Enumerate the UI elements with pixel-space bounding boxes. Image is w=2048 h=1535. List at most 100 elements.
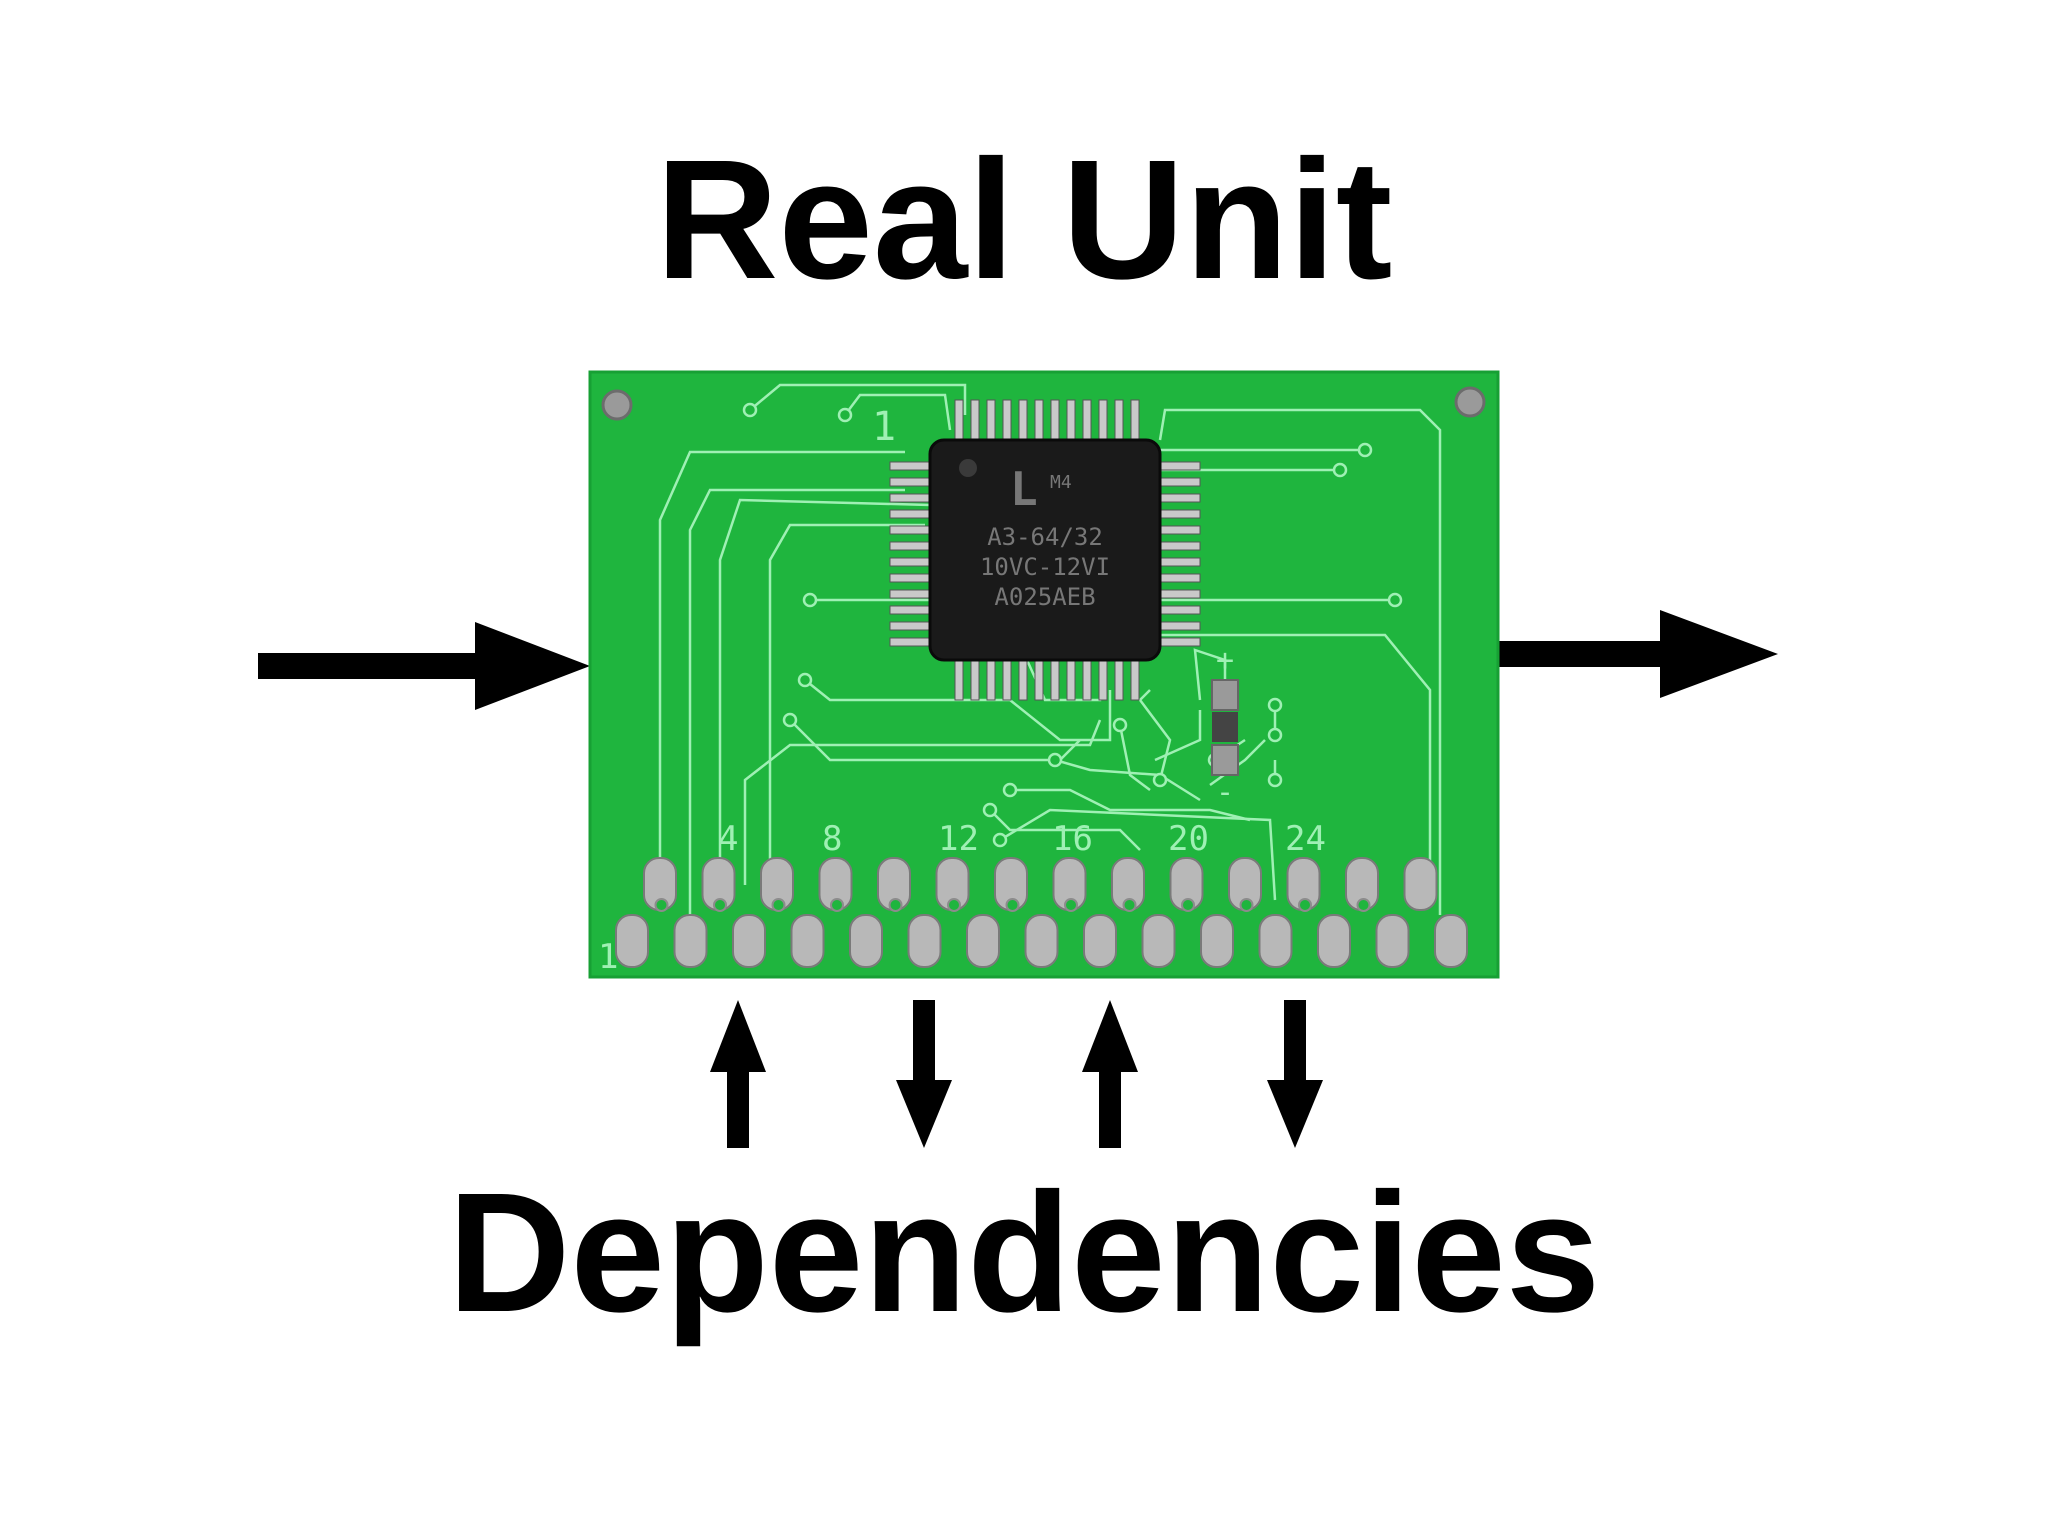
chip: L M4 A3-64/32 10VC-12VI A025AEB 1	[872, 404, 1162, 662]
chip-pin	[986, 399, 996, 443]
pad-via	[1239, 898, 1254, 912]
dependency-arrow-3	[1082, 1000, 1138, 1148]
chip-pin	[1157, 621, 1201, 631]
chip-pin	[889, 509, 933, 519]
chip-pin	[1157, 605, 1201, 615]
chip-pin	[889, 637, 933, 647]
edge-pad	[1403, 857, 1438, 911]
edge-pad	[1024, 914, 1059, 968]
dependency-arrow-2	[896, 1000, 952, 1148]
chip-pin	[954, 657, 964, 701]
pad-via	[654, 898, 669, 912]
chip-pin	[1034, 399, 1044, 443]
pin-label-20: 20	[1168, 819, 1209, 859]
chip-pins	[889, 399, 1201, 701]
dependency-arrow-1	[710, 1000, 766, 1148]
chip-dot-icon	[959, 459, 977, 477]
title-real-unit: Real Unit	[655, 125, 1393, 315]
smd-components: + -	[1211, 643, 1239, 810]
chip-pin	[1066, 657, 1076, 701]
chip-pin1-label: 1	[872, 404, 896, 450]
chip-line-4: A025AEB	[994, 583, 1095, 611]
chip-pin	[1130, 399, 1140, 443]
chip-pin	[1066, 399, 1076, 443]
edge-pad	[1083, 914, 1117, 968]
chip-pin	[889, 525, 933, 535]
chip-pin	[889, 589, 933, 599]
chip-pin	[889, 477, 933, 487]
pad-via	[713, 898, 727, 912]
chip-pin	[1114, 657, 1124, 701]
chip-pin	[889, 557, 933, 567]
chip-pin	[1082, 657, 1092, 701]
polarity-plus: +	[1216, 643, 1234, 678]
chip-pin	[1114, 399, 1124, 443]
chip-pin	[1157, 493, 1201, 503]
board-traces	[658, 383, 1442, 915]
edge-pad	[1375, 914, 1410, 968]
output-arrow	[1495, 610, 1778, 698]
edge-pads	[615, 857, 1468, 968]
chip-pin	[1002, 399, 1012, 443]
chip-body	[928, 438, 1162, 662]
edge-pad	[1141, 914, 1176, 968]
chip-pin	[954, 399, 964, 443]
chip-pin	[889, 605, 933, 615]
edge-pad	[907, 914, 942, 968]
chip-pin	[1098, 399, 1108, 443]
chip-logo: L	[1010, 462, 1038, 516]
chip-pin	[889, 541, 933, 551]
chip-pin	[1157, 477, 1201, 487]
pad-via	[947, 898, 961, 912]
chip-pin	[1157, 557, 1201, 567]
chip-pin	[1098, 657, 1108, 701]
chip-pin	[889, 461, 933, 471]
chip-pin	[1157, 589, 1201, 599]
pad-via	[1356, 898, 1371, 912]
chip-pin	[889, 493, 933, 503]
edge-pad	[732, 914, 766, 968]
edge-pad	[1317, 914, 1351, 968]
pin-label-4: 4	[718, 819, 738, 859]
edge-pad	[673, 914, 708, 968]
pad-via	[830, 898, 844, 912]
pad-via	[1064, 898, 1078, 912]
chip-pin	[1157, 573, 1201, 583]
chip-pin	[1157, 541, 1201, 551]
chip-line-2: A3-64/32	[987, 523, 1103, 551]
pad-via	[771, 898, 786, 912]
chip-pin	[970, 657, 980, 701]
edge-pad	[1200, 914, 1234, 968]
subtitle-dependencies: Dependencies	[447, 1158, 1601, 1348]
pin-label-16: 16	[1052, 819, 1093, 859]
mounting-hole-icon	[601, 389, 633, 421]
chip-pin	[889, 621, 933, 631]
edge-pad	[615, 914, 649, 968]
pin-label-24: 24	[1285, 819, 1326, 859]
edge-pad	[849, 914, 883, 968]
input-arrow	[258, 622, 590, 710]
circuit-board: L M4 A3-64/32 10VC-12VI A025AEB 1 + - 4 …	[588, 370, 1500, 979]
chip-pin	[1034, 657, 1044, 701]
mounting-hole-icon	[1454, 386, 1486, 418]
chip-pin	[889, 573, 933, 583]
chip-pin	[1050, 657, 1060, 701]
edge-pad	[790, 914, 825, 968]
chip-pin	[1002, 657, 1012, 701]
pin-label-12: 12	[938, 819, 979, 859]
chip-pin	[1018, 399, 1028, 443]
chip-pin	[1082, 399, 1092, 443]
chip-pin	[1018, 657, 1028, 701]
polarity-minus: -	[1216, 775, 1234, 810]
chip-pin	[986, 657, 996, 701]
chip-pin	[1157, 509, 1201, 519]
dependency-arrow-4	[1267, 1000, 1323, 1148]
chip-pin	[1157, 525, 1201, 535]
edge-pad	[1434, 914, 1468, 968]
pad-via	[888, 898, 903, 912]
pin-label-8: 8	[822, 819, 842, 859]
edge-pad	[1258, 914, 1293, 968]
pad-via	[1005, 898, 1020, 912]
